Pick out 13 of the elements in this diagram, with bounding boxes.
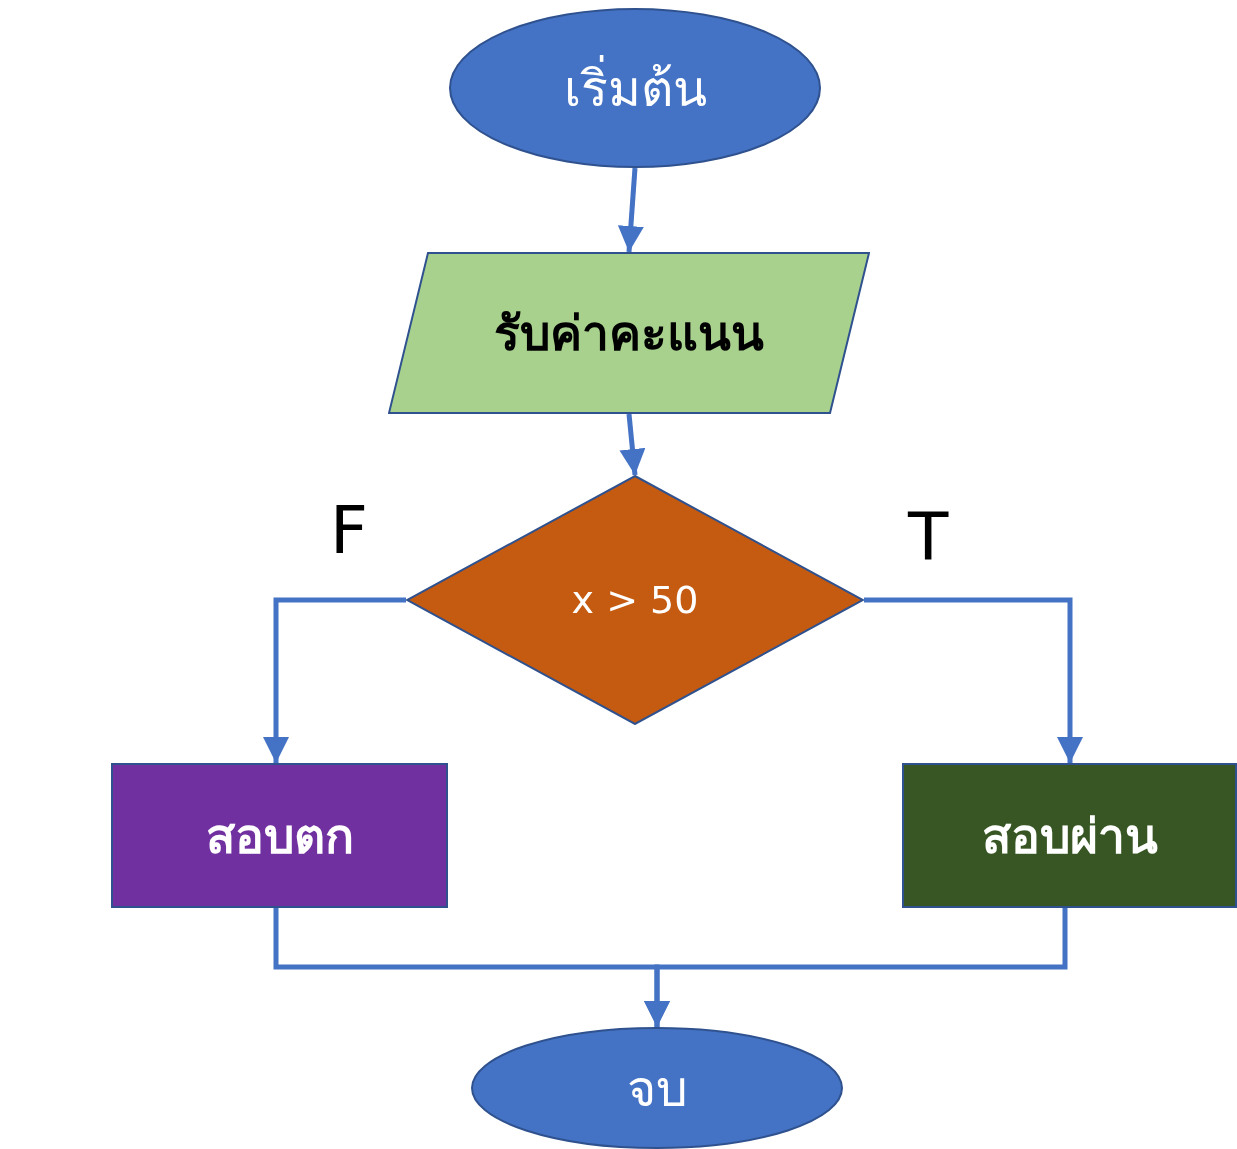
arrow bbox=[619, 413, 646, 476]
end-oval: จบ bbox=[471, 1027, 843, 1149]
start-oval: เริ่มต้น bbox=[449, 8, 821, 168]
arrow bbox=[644, 908, 1068, 1027]
input-parallelogram: รับค่าคะแนน bbox=[388, 252, 870, 414]
arrow bbox=[617, 167, 644, 253]
decision-diamond: x > 50 bbox=[406, 475, 864, 725]
process-box: สอบตก bbox=[111, 763, 448, 908]
edge-label: F bbox=[330, 498, 368, 564]
process-box: สอบผ่าน bbox=[902, 763, 1237, 908]
arrow bbox=[864, 597, 1083, 763]
edge-label: T bbox=[908, 505, 949, 571]
arrow bbox=[263, 597, 406, 763]
